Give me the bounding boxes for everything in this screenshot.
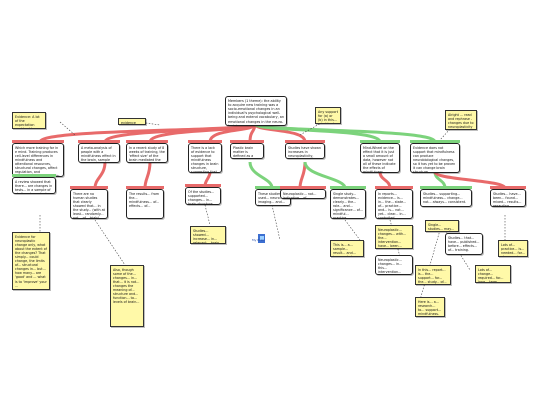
note-r2[interactable]: In this... report... is... the... suppor… [415, 265, 451, 285]
reason-bar [360, 140, 400, 143]
objection-bar [188, 140, 222, 143]
reason-bar [12, 174, 56, 177]
root-contention[interactable]: Members (1 theme): the ability to acquir… [225, 96, 287, 126]
claim-7c[interactable]: Neuroplastic... changes... in... this...… [375, 255, 413, 275]
note-top-left[interactable]: Evidence: A lot of the expectation could… [12, 112, 46, 129]
reason-bar [255, 186, 291, 189]
claim-3a[interactable]: The results... from the... mindfulness..… [126, 189, 164, 219]
claim-5[interactable]: Plastic brain matter is defined as a con… [230, 143, 264, 159]
claim-8c[interactable]: Studies... that... have... published... … [445, 233, 483, 255]
claim-6[interactable]: Studies have shown increases in neuropla… [285, 143, 325, 159]
claim-6b[interactable]: Single study... demonstrates... clearly.… [330, 189, 366, 219]
note-claim-8d[interactable]: Lots of... practice... is... needed... f… [498, 240, 528, 257]
objection-bar [375, 186, 413, 189]
note-claim-2b[interactable]: Also, though some of the... changes... i… [110, 265, 144, 327]
objection-bar [230, 140, 264, 143]
note-claim-4b[interactable]: Studies... showed... increase... in... r… [190, 226, 226, 244]
connector [433, 170, 507, 190]
objection-bar [70, 186, 108, 189]
reason-bar [330, 186, 366, 189]
connector [93, 161, 107, 189]
connector [248, 161, 274, 189]
note-claim-6c[interactable]: This is... a... sample... result... and.… [330, 240, 364, 257]
note-r3[interactable]: Lots of... change... required... for... … [475, 265, 511, 283]
reason-bar [410, 140, 460, 143]
objection-bar [280, 186, 326, 189]
objection-bar [12, 140, 64, 143]
note-claim-7b[interactable]: Neuroplastic... changes... with... the..… [375, 225, 413, 249]
connector [253, 122, 437, 144]
note-claim-1b[interactable]: Evidence for neuroplastic change only, w… [12, 232, 50, 290]
note-r1[interactable]: Single... studies... may... need... more… [425, 220, 459, 232]
objection-bar [285, 140, 325, 143]
claim-1a[interactable]: A review showed that there... are change… [12, 177, 56, 194]
claim-6a[interactable]: Neuroplastic... not... indicative... of.… [280, 189, 326, 199]
note-r4[interactable]: Here is... a... research... to... suppor… [415, 297, 445, 317]
objection-bar [490, 186, 526, 189]
objection-bar [126, 140, 168, 143]
connector [143, 161, 152, 189]
claim-1[interactable]: Which more training for in e mind. Train… [12, 143, 64, 177]
claim-4[interactable]: There is a lack of evidence to support t… [188, 143, 222, 173]
claim-2[interactable]: A meta-analysis of people with a mindful… [78, 143, 120, 163]
note-top-right-1[interactable]: Any support for (a) or (b) in this... mi… [315, 107, 341, 124]
claim-8a[interactable]: Studies... supporting... mindfulness... … [420, 189, 472, 207]
reason-bar [420, 186, 472, 189]
objection-bar [78, 140, 120, 143]
claim-8b[interactable]: Studies... have... been... found... mixe… [490, 189, 526, 207]
objection-bar [185, 184, 221, 187]
logo-label: My Brain [252, 238, 266, 242]
claim-8[interactable]: Evidence does not support that mindfulne… [410, 143, 460, 173]
claim-7a[interactable]: In reports... evidence... is... in... th… [375, 189, 413, 219]
connector [303, 161, 347, 189]
connector [298, 161, 307, 189]
claim-7[interactable]: Mind-Wheel on the effect that it is just… [360, 143, 400, 173]
claim-4a[interactable]: Of the studies... supported... changes..… [185, 187, 221, 205]
claim-3[interactable]: In a recent study of 8 weeks of training… [126, 143, 168, 163]
brain-logo-icon [258, 234, 265, 243]
objection-bar [126, 186, 164, 189]
claim-2a[interactable]: There are no human studies that clearly … [70, 189, 108, 219]
note-top-right-2[interactable]: Alright ... read and rephrase - changes … [445, 110, 477, 130]
note-top-mid[interactable]: evidence [118, 118, 146, 125]
